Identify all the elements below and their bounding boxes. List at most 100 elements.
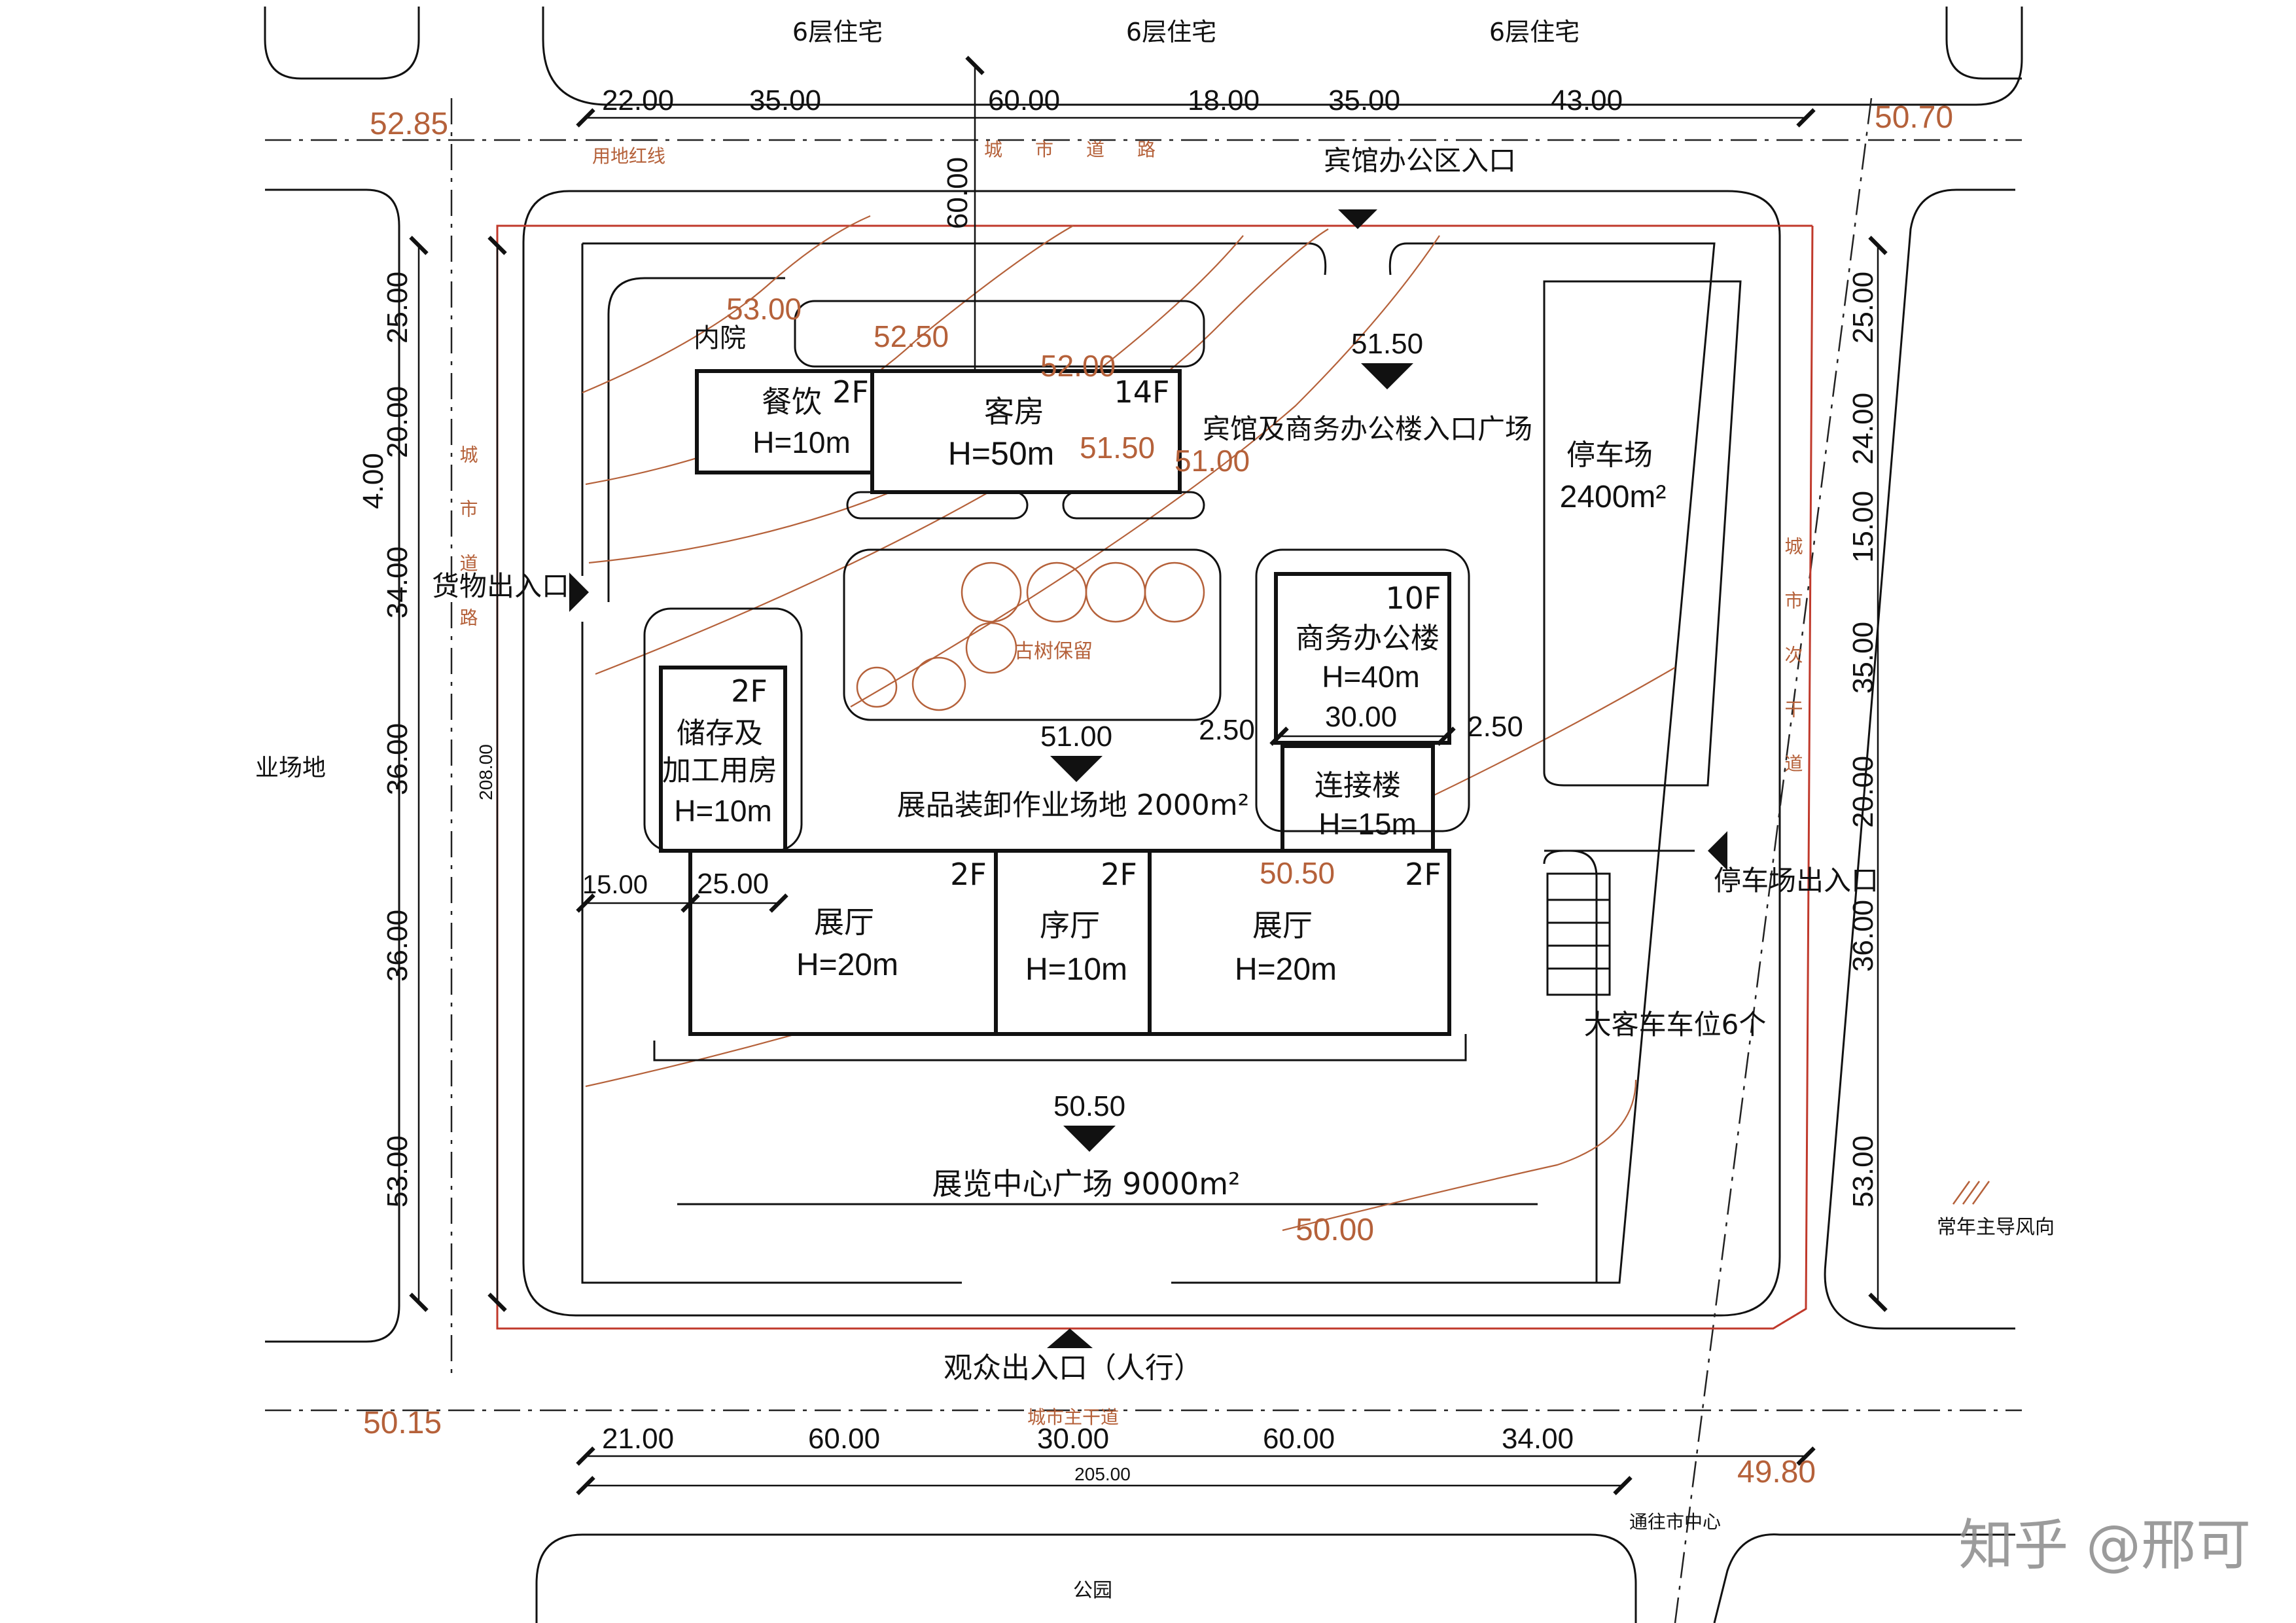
dim-left-4: 34.00 [381, 546, 414, 618]
hotel-entrance-arrow [1338, 209, 1377, 229]
dim-office-width: 30.00 [1325, 701, 1397, 733]
hall-left-name: 展厅 [814, 904, 874, 940]
courtyard-label: 内院 [694, 323, 746, 353]
dim-right-6: 36.00 [1847, 900, 1879, 972]
foyer-height: H=10m [1025, 952, 1127, 987]
hall-right-floors: 2F [1405, 857, 1441, 892]
dim-top-5: 35.00 [1328, 84, 1400, 116]
guest-floors: 14F [1114, 374, 1170, 410]
dim-bottom-3: 30.00 [1037, 1423, 1109, 1455]
dim-top-6: 43.00 [1551, 84, 1623, 116]
link-name: 连接楼 [1315, 769, 1401, 802]
exhibition-hall-left [688, 849, 998, 1036]
guest-height: H=50m [948, 435, 1055, 472]
residential-label-3: 6层住宅 [1489, 18, 1580, 46]
dim-left-total: 208.00 [476, 744, 496, 800]
dim-hall-offset: 25.00 [697, 868, 769, 900]
foyer-name: 序厅 [1040, 908, 1100, 943]
contour-label-52: 52.00 [1040, 349, 1116, 383]
dim-right-5: 20.00 [1847, 756, 1879, 828]
guest-name: 客房 [984, 394, 1044, 429]
road-west-label: 城市道路 [457, 445, 479, 662]
redline-label: 用地红线 [592, 145, 665, 167]
visitor-entrance-arrow [1047, 1329, 1093, 1348]
dim-office-gap-right: 2.50 [1467, 711, 1523, 743]
contour-label-5250: 52.50 [874, 319, 949, 353]
office-floors: 10F [1386, 580, 1441, 616]
dim-left-6: 36.00 [381, 910, 414, 982]
dining-name: 餐饮 [762, 384, 822, 419]
link-building [1280, 744, 1435, 853]
hall-left-floors: 2F [950, 857, 987, 892]
dim-north-setback: 60.00 [942, 157, 974, 229]
entrance-arrows [569, 209, 1727, 1348]
parking-entrance-label: 停车场出入口 [1714, 865, 1879, 897]
hall-left-height: H=20m [796, 948, 898, 982]
spot-arrow-yard [1050, 756, 1103, 782]
parking-area [1543, 280, 1742, 996]
dim-hall-setback: 15.00 [582, 870, 648, 899]
guest-room-tower [870, 369, 1182, 494]
elev-se: 49.80 [1737, 1455, 1816, 1489]
residential-label-2: 6层住宅 [1126, 18, 1216, 46]
park-label: 公园 [1073, 1579, 1112, 1602]
elev-nw: 52.85 [370, 107, 448, 141]
dim-right-1: 25.00 [1847, 272, 1879, 344]
exhibition-hall-right [1148, 849, 1451, 1036]
hall-right-name: 展厅 [1252, 908, 1313, 943]
dim-left-2: 20.00 [381, 386, 414, 458]
office-name: 商务办公楼 [1296, 622, 1439, 655]
parking-entrance-arrow [1708, 831, 1727, 870]
contour-label-51: 51.00 [1174, 444, 1250, 478]
dim-bottom-1: 21.00 [602, 1423, 674, 1455]
tree-reserve-label: 古树保留 [1014, 640, 1093, 663]
dining-building [695, 369, 874, 474]
road-south-label: 城市主干道 [1027, 1406, 1119, 1428]
dim-bottom-4: 60.00 [1263, 1423, 1335, 1455]
dim-left-3: 4.00 [357, 453, 389, 509]
residential-label-1: 6层住宅 [792, 18, 883, 46]
elev-ne: 50.70 [1875, 100, 1953, 135]
dim-top-4: 18.00 [1188, 84, 1260, 116]
elev-sw: 50.15 [363, 1406, 442, 1440]
parking-name: 停车场 [1566, 438, 1653, 472]
storage-name-1: 储存及 [677, 717, 763, 750]
dim-bottom-5: 34.00 [1502, 1423, 1574, 1455]
contour-label-5050: 50.50 [1260, 856, 1335, 890]
old-trees [856, 562, 1205, 711]
dining-floors: 2F [832, 374, 869, 410]
road-blocks [264, 7, 2023, 1623]
road-centerlines [265, 98, 2022, 1623]
dim-top-1: 22.00 [602, 84, 674, 116]
dim-left-5: 36.00 [381, 723, 414, 795]
storage-name-2: 加工用房 [662, 754, 777, 787]
to-center-label: 通往市中心 [1629, 1511, 1721, 1533]
dim-right-3: 15.00 [1847, 491, 1879, 563]
dim-top-2: 35.00 [749, 84, 821, 116]
exhibition-plaza-label: 展览中心广场 9000m² [932, 1166, 1241, 1202]
contour-label-53: 53.00 [726, 292, 802, 326]
parking-area: 2400m² [1560, 480, 1667, 514]
dim-right-4: 35.00 [1847, 622, 1879, 694]
dim-office-gap-left: 2.50 [1199, 714, 1255, 746]
spot-arrow-plaza-n [1361, 363, 1413, 389]
contour-label-50: 50.00 [1296, 1213, 1374, 1247]
dining-height: H=10m [752, 425, 851, 459]
spot-elev-plaza-s: 50.50 [1053, 1090, 1125, 1122]
bus-spaces-label: 大客车车位6个 [1584, 1008, 1767, 1041]
dim-bottom-2: 60.00 [808, 1423, 880, 1455]
spot-arrow-plaza-s [1063, 1126, 1116, 1152]
west-land-label: 业场地 [255, 755, 326, 781]
podium-outlines [643, 300, 1470, 1061]
road-east-label: 城市次干道 [1782, 537, 1804, 808]
storage-building [659, 666, 787, 853]
dim-left-1: 25.00 [381, 272, 414, 344]
hall-right-height: H=20m [1235, 952, 1337, 987]
spot-elev-plaza-n: 51.50 [1351, 328, 1423, 360]
storage-height: H=10m [674, 794, 772, 828]
loading-yard-label: 展品装卸作业场地 2000m² [897, 789, 1249, 822]
visitor-entrance-label: 观众出入口（人行） [944, 1351, 1203, 1385]
hotel-plaza-label: 宾馆及商务办公楼入口广场 [1203, 413, 1532, 445]
contour-label-5150: 51.50 [1080, 431, 1155, 465]
